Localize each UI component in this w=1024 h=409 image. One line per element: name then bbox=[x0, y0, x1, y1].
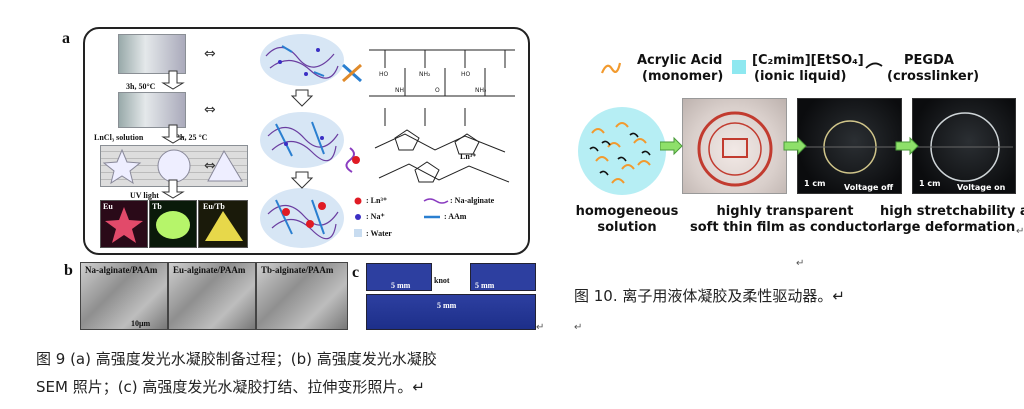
step-label-stretch-2: large deformation bbox=[882, 220, 1016, 235]
step2-label: LnCl₃ solution bbox=[94, 133, 144, 142]
transparent-film-photo bbox=[682, 98, 787, 194]
step-label-film: highly transparent soft thin film as con… bbox=[690, 204, 884, 236]
actuator-voltage-off-photo: 1 cm Voltage off bbox=[797, 98, 902, 194]
sem-image-na: Na-alginate/PAAm 10μm bbox=[80, 262, 168, 330]
svg-text:NH₂: NH₂ bbox=[419, 71, 431, 78]
legend-monomer-line2: (monomer) bbox=[642, 69, 724, 84]
eutb-photo bbox=[198, 200, 248, 248]
process-arrows: ⇔ ⇔ ⇔ bbox=[161, 46, 216, 199]
voltage-on-label: Voltage on bbox=[957, 183, 1006, 192]
eu-photo bbox=[100, 200, 148, 248]
step3-label: 3h, 25 °C bbox=[176, 133, 208, 142]
eutb-label: Eu/Tb bbox=[203, 202, 225, 211]
alginate-legend-line bbox=[423, 198, 449, 204]
monomer-legend-icon bbox=[600, 62, 622, 74]
star-circle-triangle-shapes bbox=[102, 148, 243, 185]
water-legend-square bbox=[354, 229, 362, 237]
panel-b-label: b bbox=[64, 262, 73, 279]
legend-monomer-line1: Acrylic Acid bbox=[637, 53, 723, 68]
svg-text:⇔: ⇔ bbox=[204, 102, 216, 118]
vial-photo-2 bbox=[118, 92, 186, 128]
crosslink-icon bbox=[342, 63, 362, 83]
tb-label: Tb bbox=[152, 202, 162, 211]
legend-aam: : AAm bbox=[444, 212, 467, 221]
legend-na: : Na⁺ bbox=[366, 212, 385, 221]
step-label-solution: homogeneous solution bbox=[572, 204, 682, 236]
sem-label-na: Na-alginate/PAAm bbox=[85, 265, 158, 275]
svg-text:NH₂: NH₂ bbox=[475, 87, 487, 94]
return-mark: ↵ bbox=[536, 322, 545, 333]
scale-1cm-a: 1 cm bbox=[804, 179, 826, 188]
vial-photo-1 bbox=[118, 34, 186, 74]
sem-image-eu: Eu-alginate/PAAm bbox=[168, 262, 256, 330]
svg-text:NH: NH bbox=[395, 87, 404, 94]
return-mark-3: ↵ bbox=[796, 258, 805, 269]
sem-label-eu: Eu-alginate/PAAm bbox=[173, 265, 246, 275]
chemical-structure-diagram: HO NH₂ HO NH O NH₂ bbox=[369, 49, 515, 183]
legend-ionic-liquid-line1: [C₂mim][EtSO₄] bbox=[752, 53, 864, 68]
voltage-off-label: Voltage off bbox=[844, 183, 894, 192]
knot-label: knot bbox=[434, 276, 450, 285]
tb-photo bbox=[149, 200, 197, 248]
step-label-film-2: soft thin film as conductor bbox=[690, 220, 884, 235]
svg-text:HO: HO bbox=[379, 71, 389, 78]
legend-ln: : Ln³⁺ bbox=[366, 196, 388, 205]
c-scale-3: 5 mm bbox=[437, 301, 457, 310]
ln-marker-label: Ln³⁺ bbox=[460, 152, 477, 161]
step-label-film-1: highly transparent bbox=[716, 204, 854, 219]
step-label-solution-1: homogeneous bbox=[575, 204, 679, 219]
scale-1cm-b: 1 cm bbox=[919, 179, 941, 188]
c-scale-1: 5 mm bbox=[391, 281, 411, 290]
figure-9-caption-line2: SEM 照片；(c) 高强度发光水凝胶打结、拉伸变形照片。↵ bbox=[36, 378, 425, 396]
actuator-voltage-on-photo: 1 cm Voltage on bbox=[912, 98, 1016, 194]
svg-text:⇔: ⇔ bbox=[204, 46, 216, 62]
scale-bar-label: 10μm bbox=[131, 319, 151, 328]
uv-label: UV light bbox=[130, 191, 159, 200]
eu-label: Eu bbox=[103, 202, 113, 211]
ionic-liquid-legend-icon bbox=[732, 60, 746, 74]
crosslinker-legend-icon bbox=[865, 62, 883, 69]
legend-water: : Water bbox=[366, 229, 392, 238]
step1-label: 3h, 50°C bbox=[126, 82, 156, 91]
sem-image-tb: Tb-alginate/PAAm bbox=[256, 262, 348, 330]
svg-text:O: O bbox=[435, 87, 440, 94]
step-label-stretch: high stretchability and large deformatio… bbox=[880, 204, 1024, 236]
legend-na-alginate: : Na-alginate bbox=[450, 196, 495, 205]
figure-9-caption-line1: 图 9 (a) 高强度发光水凝胶制备过程；(b) 高强度发光水凝胶 bbox=[36, 350, 437, 368]
na-legend-dot bbox=[355, 214, 361, 220]
step-label-solution-2: solution bbox=[597, 220, 657, 235]
hydrogel-strip-photo: 5 mm bbox=[366, 263, 432, 291]
legend-crosslinker-line2: (crosslinker) bbox=[887, 69, 980, 84]
flow-arrows bbox=[660, 136, 919, 156]
c-scale-2: 5 mm bbox=[475, 281, 495, 290]
legend-crosslinker-line1: PEGDA bbox=[904, 53, 954, 68]
legend-ionic-liquid-line2: (ionic liquid) bbox=[754, 69, 847, 84]
legend-symbols bbox=[354, 197, 449, 237]
step-label-stretch-1: high stretchability and bbox=[880, 204, 1024, 219]
return-mark-2: ↵ bbox=[1016, 226, 1024, 237]
svg-text:⇔: ⇔ bbox=[204, 158, 216, 174]
ln-legend-dot bbox=[354, 197, 362, 205]
svg-text:HO: HO bbox=[461, 71, 471, 78]
return-mark-4: ↵ bbox=[574, 322, 583, 333]
figure-10-caption: 图 10. 离子用液体凝胶及柔性驱动器。↵ bbox=[574, 287, 845, 305]
knotted-hydrogel-photo: 5 mm bbox=[470, 263, 536, 291]
panel-c-label: c bbox=[352, 264, 360, 281]
homogeneous-solution-illustration bbox=[578, 107, 666, 195]
stretched-hydrogel-photo: 5 mm bbox=[366, 294, 536, 330]
ln-ion-crosslink-icon bbox=[345, 147, 360, 173]
network-schematics bbox=[260, 34, 344, 248]
panel-a-label: a bbox=[62, 30, 70, 47]
sem-label-tb: Tb-alginate/PAAm bbox=[261, 265, 334, 275]
